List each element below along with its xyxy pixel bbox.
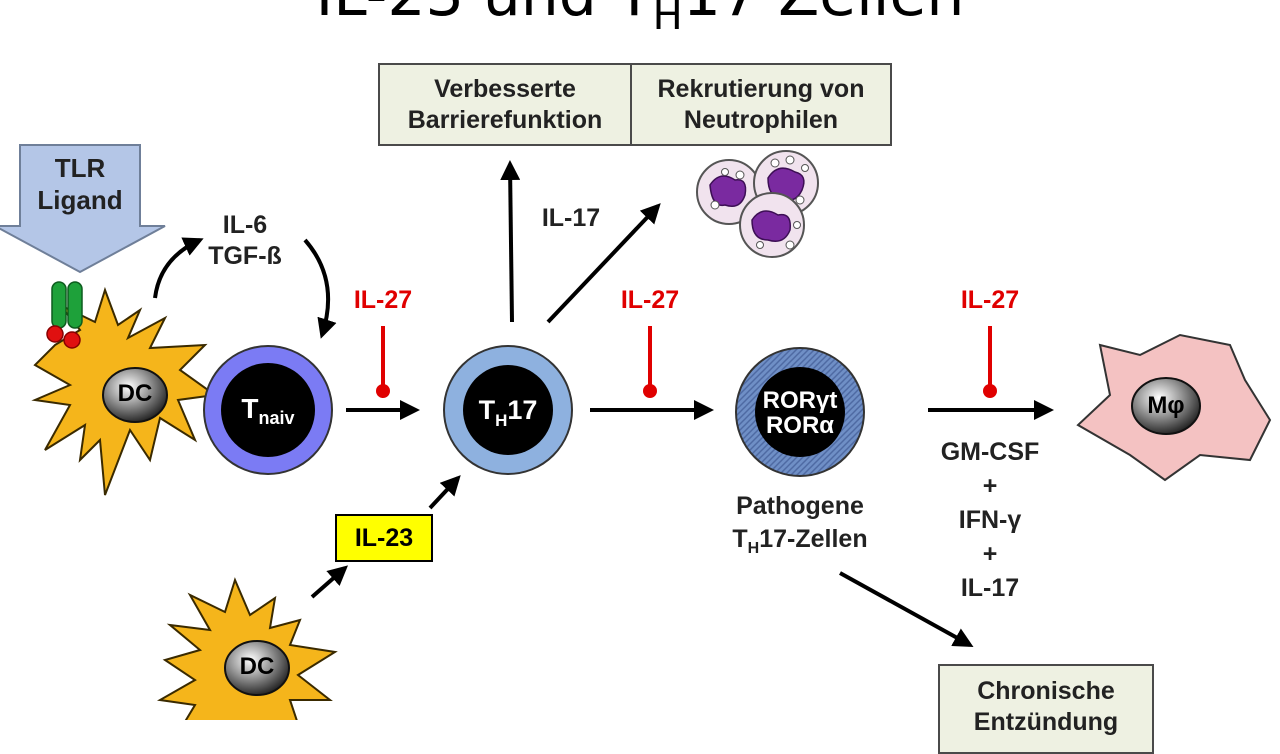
effector-plus-2: + xyxy=(982,540,998,568)
t-naive-cell xyxy=(203,345,333,475)
il6-tgfb-label: IL-6 TGF-ß xyxy=(208,211,282,270)
arrow-to-chronic xyxy=(839,571,974,647)
diagram-canvas xyxy=(0,144,1272,720)
dc-label-top: DC xyxy=(117,380,153,407)
il27-label-1: IL-27 xyxy=(353,286,413,314)
effector-cytokines-list: GM-CSF + IFN-γ + IL-17 xyxy=(920,435,1060,605)
th17-label: TH17 xyxy=(478,395,538,430)
effector-il17: IL-17 xyxy=(960,574,1020,602)
arrows xyxy=(153,160,1054,647)
effector-plus-1: + xyxy=(982,472,998,500)
arrow-dc-to-il6 xyxy=(153,237,204,299)
arrow-th17-to-barrier xyxy=(500,160,521,323)
dendritic-cell-bottom xyxy=(156,577,338,720)
effector-ifn-gamma: IFN-γ xyxy=(958,506,1022,534)
arrow-dc-to-il23 xyxy=(310,565,349,599)
arrow-il23-to-th17 xyxy=(428,475,461,510)
slide-title: IL-23 und TH17 Zellen xyxy=(316,0,965,39)
macrophage-label: Mφ xyxy=(1147,392,1185,419)
effector-gm-csf: GM-CSF xyxy=(940,438,1040,466)
tlr-ligand-arrow xyxy=(0,144,166,274)
pathogenic-th17-cell xyxy=(735,347,865,477)
il27-label-2: IL-27 xyxy=(620,286,680,314)
tlr-ligand-label: TLR Ligand xyxy=(37,153,123,215)
macrophage-cell xyxy=(1076,333,1272,482)
neutrophil-cluster-icon xyxy=(696,150,819,258)
dc-label-bottom: DC xyxy=(239,653,275,680)
t-naive-label: Tnaiv xyxy=(241,393,295,428)
il27-label-3: IL-27 xyxy=(960,286,1020,314)
neutrophil-recruitment-box: Rekrutierung von Neutrophilen xyxy=(630,63,892,146)
ror-labels: RORγt RORα xyxy=(762,387,838,439)
arrow-il6-to-tnaiv xyxy=(303,238,337,339)
pathogenic-th17-label: Pathogene TH17-Zellen xyxy=(732,492,868,557)
tlr-receptor-icon xyxy=(46,281,83,349)
il27-inhibitor-markers xyxy=(376,326,997,398)
il17-top-label: IL-17 xyxy=(541,204,601,232)
il23-box: IL-23 xyxy=(335,514,433,562)
th17-cell xyxy=(443,345,573,475)
arrow-th17-to-neutro xyxy=(546,203,661,324)
